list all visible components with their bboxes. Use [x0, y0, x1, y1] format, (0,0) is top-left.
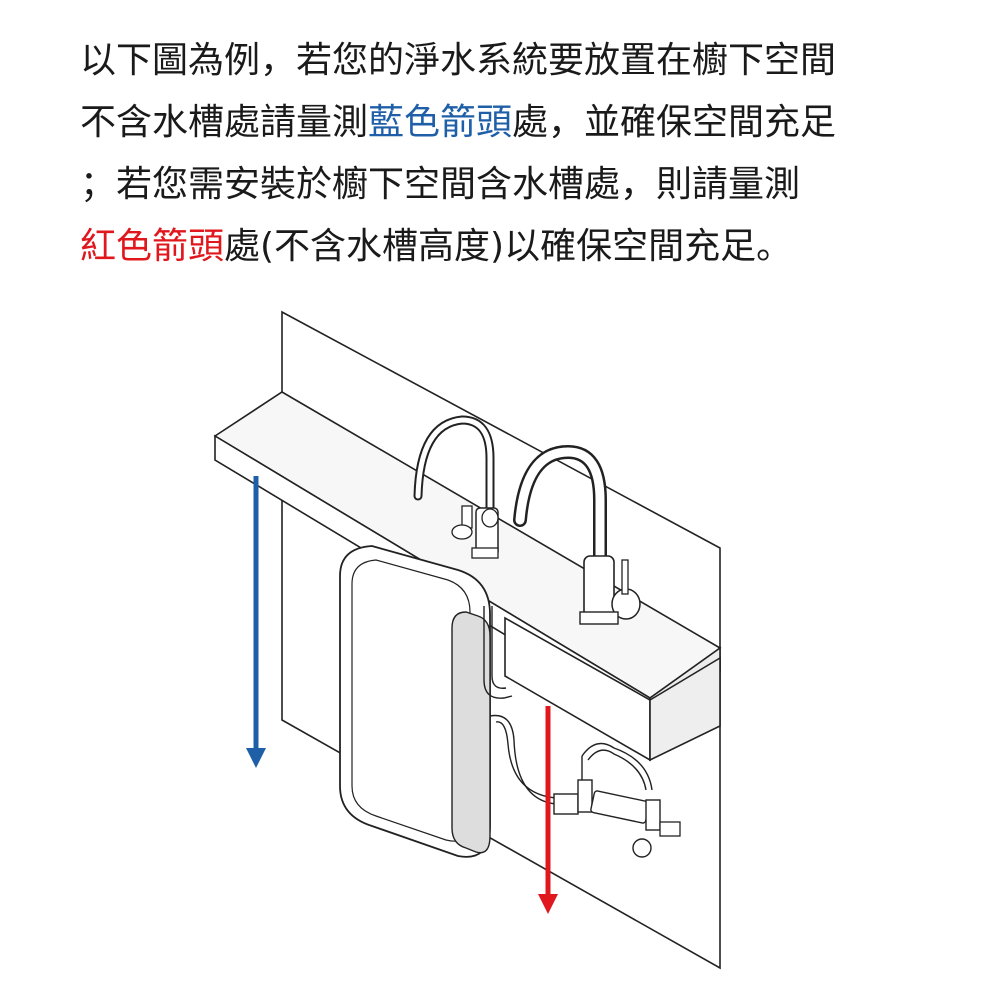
large-faucet	[513, 444, 641, 625]
water-purifier-unit	[339, 545, 491, 858]
small-faucet	[413, 415, 499, 559]
instruction-line-1-text: 以下圖為例，若您的淨水系統要放置在櫥下空間	[80, 40, 837, 81]
instruction-line-3: ；若您需安裝於櫥下空間含水槽處，則請量測	[80, 154, 940, 216]
sink-basin	[504, 616, 721, 762]
instruction-line-2-text-b: 處，並確保空間充足	[512, 102, 837, 143]
instruction-line-2-text-a: 不含水槽處請量測	[80, 102, 369, 143]
water-tubing	[483, 606, 653, 805]
red-measurement-arrow	[538, 706, 558, 914]
blue-arrow-label: 藍色箭頭	[368, 102, 513, 143]
instruction-line-4-text-b: 處(不含水槽高度)以確保空間充足。	[224, 226, 793, 267]
blue-measurement-arrow	[246, 476, 266, 768]
red-arrow-label: 紅色箭頭	[80, 226, 225, 267]
instruction-line-4: 紅色箭頭處(不含水槽高度)以確保空間充足。	[80, 216, 940, 278]
filter-valve	[553, 779, 681, 858]
instruction-line-1: 以下圖為例，若您的淨水系統要放置在櫥下空間	[80, 30, 940, 92]
instruction-line-3-text: ；若您需安裝於櫥下空間含水槽處，則請量測	[80, 164, 801, 205]
instruction-line-2: 不含水槽處請量測藍色箭頭處，並確保空間充足	[80, 92, 940, 154]
instruction-text: 以下圖為例，若您的淨水系統要放置在櫥下空間 不含水槽處請量測藍色箭頭處，並確保空…	[80, 30, 940, 278]
